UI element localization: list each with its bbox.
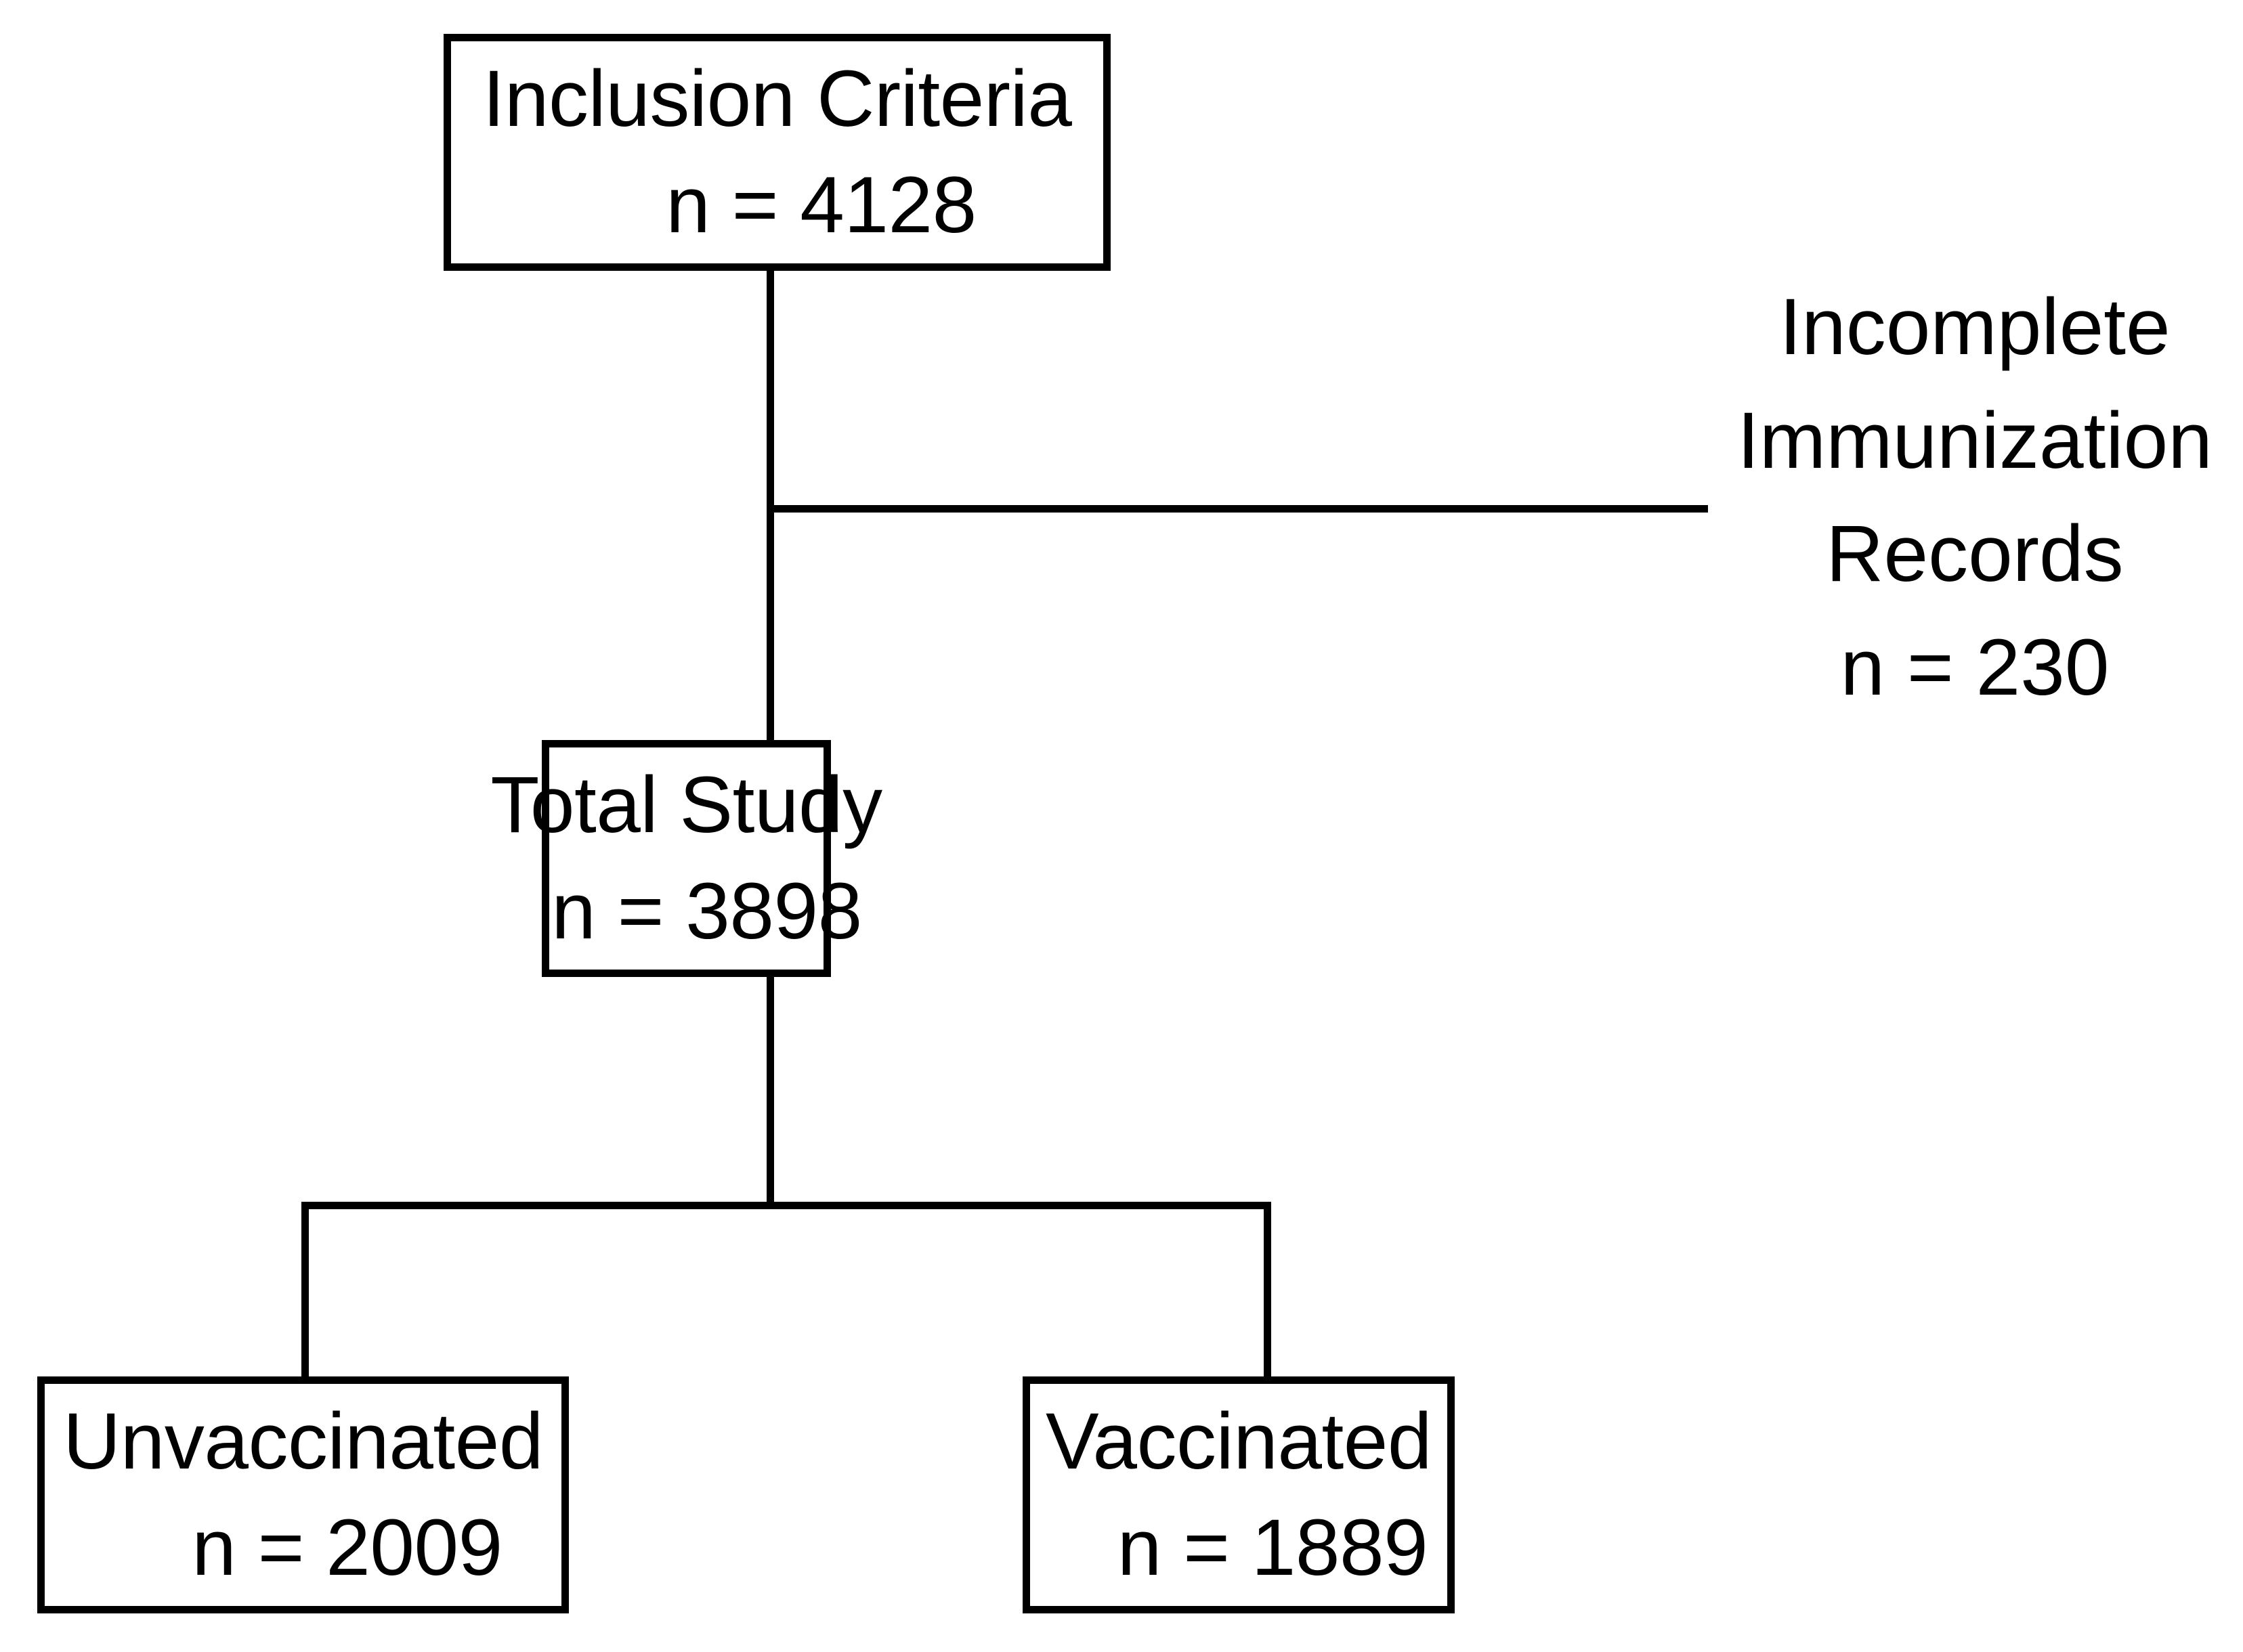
node-inclusion-criteria: Inclusion Criteria n = 4128 [444, 34, 1111, 271]
connector-exclusion-branch [767, 505, 1708, 513]
connector-total-to-fork [767, 977, 774, 1207]
node-vaccinated: Vaccinated n = 1889 [1023, 1376, 1455, 1613]
exclusion-annotation-line-3: Records [1826, 509, 2124, 599]
connector-fork-bar [301, 1202, 1271, 1209]
connector-fork-leg-left [301, 1202, 309, 1381]
exclusion-annotation: Incomplete Immunization Records n = 230 [1707, 271, 2243, 724]
node-inclusion-criteria-label: Inclusion Criteria [482, 53, 1072, 144]
node-total-study-label: Total Study [490, 760, 882, 850]
exclusion-annotation-count: n = 230 [1840, 622, 2110, 712]
node-inclusion-criteria-count: n = 4128 [666, 160, 977, 250]
node-total-study: Total Study n = 3898 [490, 740, 882, 977]
node-total-study-count: n = 3898 [551, 867, 862, 956]
node-unvaccinated: Unvaccinated n = 2009 [37, 1376, 569, 1613]
node-vaccinated-label: Vaccinated [1045, 1396, 1432, 1486]
node-unvaccinated-label: Unvaccinated [63, 1396, 543, 1486]
exclusion-annotation-line-1: Incomplete [1779, 282, 2171, 372]
node-vaccinated-count: n = 1889 [1117, 1503, 1428, 1592]
connector-fork-leg-right [1264, 1202, 1271, 1381]
node-unvaccinated-count: n = 2009 [192, 1503, 503, 1592]
exclusion-annotation-line-2: Immunization [1737, 395, 2213, 485]
